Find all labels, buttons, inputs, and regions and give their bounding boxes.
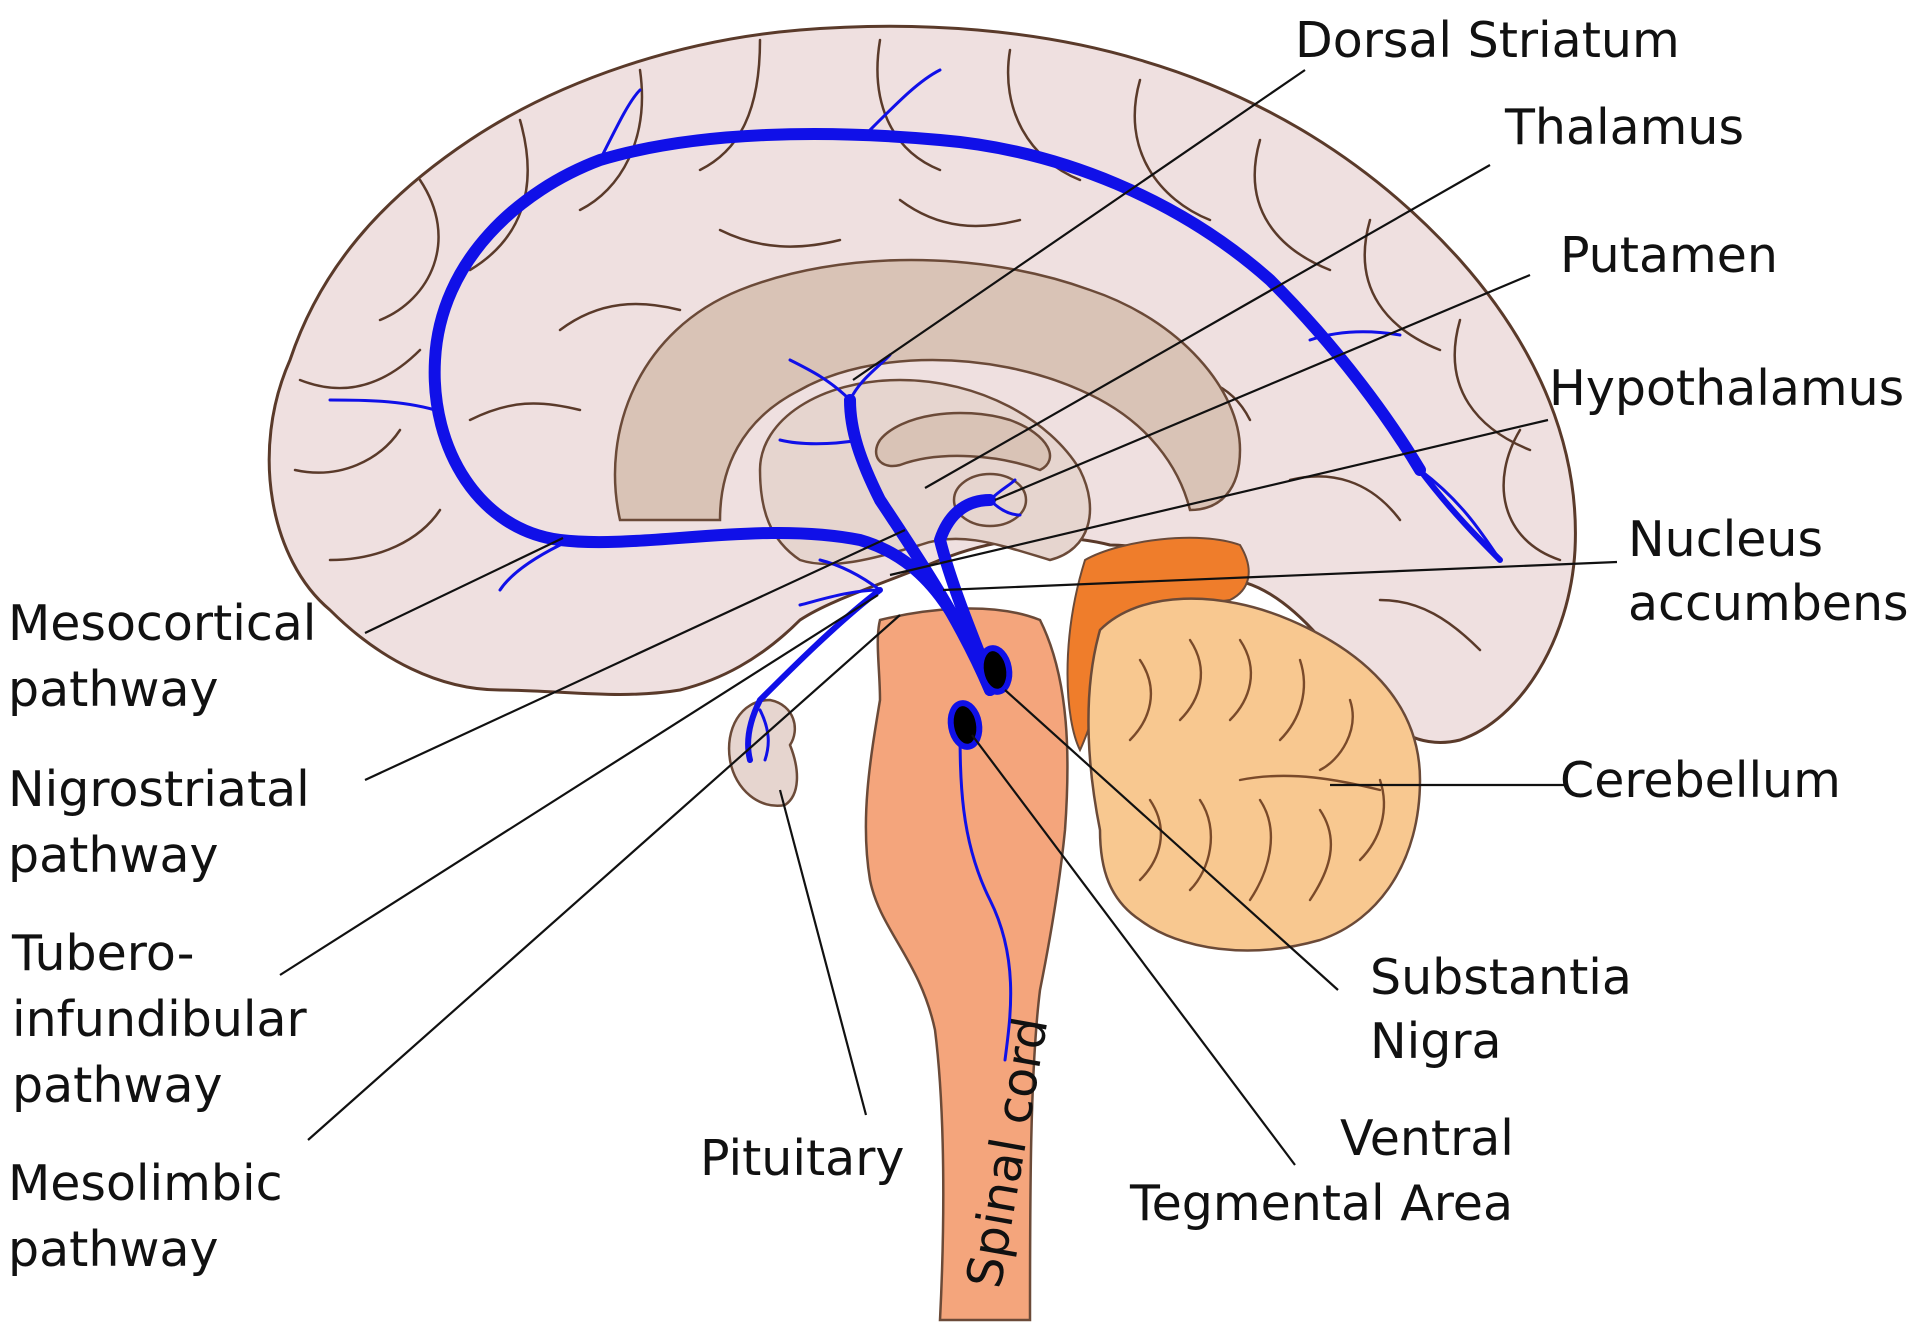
tuberoinfundibular-pathway-line (745, 587, 883, 763)
cortex-gyri (293, 38, 1562, 652)
label-cerebellum: Cerebellum (1560, 752, 1841, 809)
label-dorsal-striatum: Dorsal Striatum (1295, 12, 1680, 69)
label-tubero-3: pathway (12, 1057, 223, 1114)
label-nucleus-accumbens-2: accumbens (1628, 575, 1909, 632)
label-hypothalamus: Hypothalamus (1549, 360, 1904, 417)
label-nigrostriatal-2: pathway (8, 827, 219, 884)
label-nucleus-accumbens-1: Nucleus (1628, 511, 1823, 568)
dopamine-pathways (328, 68, 1503, 1062)
label-substantia-nigra-1: Substantia (1370, 949, 1632, 1006)
cerebellum-folds (1128, 638, 1386, 902)
putamen-region (874, 411, 1052, 472)
brainstem (864, 607, 1069, 1322)
label-mesocortical-2: pathway (8, 661, 219, 718)
label-pituitary: Pituitary (700, 1130, 904, 1187)
label-tubero-1: Tubero- (11, 925, 194, 982)
label-mesolimbic-2: pathway (8, 1221, 219, 1278)
leader-lines (279, 69, 1618, 1166)
cerebellum-body (1087, 597, 1422, 952)
nigrostriatal-pathway-line (844, 394, 996, 696)
label-tubero-2: infundibular (12, 991, 308, 1048)
label-vta-2: Tegmental Area (1129, 1175, 1513, 1232)
label-thalamus: Thalamus (1504, 99, 1744, 156)
label-mesocortical-1: Mesocortical (8, 595, 316, 652)
mesolimbic-pathway-line (934, 494, 996, 686)
label-vta-1: Ventral (1340, 1110, 1514, 1167)
label-nigrostriatal-1: Nigrostriatal (8, 761, 310, 818)
label-substantia-nigra-2: Nigra (1370, 1013, 1502, 1070)
mesocortical-pathway-line (428, 128, 1426, 696)
substantia-nigra-nucleus (977, 645, 1013, 695)
label-mesolimbic-1: Mesolimbic (8, 1155, 283, 1212)
label-putamen: Putamen (1560, 227, 1778, 284)
corpus-callosum (613, 258, 1242, 522)
